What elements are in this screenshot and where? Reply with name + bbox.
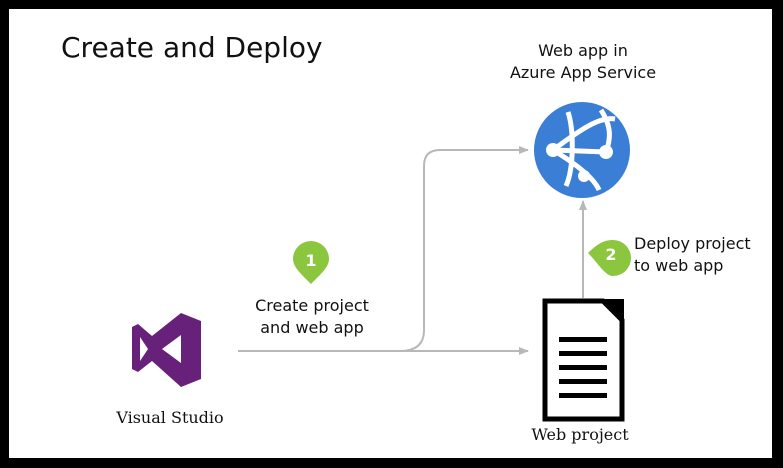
visual-studio-logo-icon	[132, 313, 201, 387]
web-app-label-line-1: Web app in	[538, 41, 628, 60]
step-2-label-line-1: Deploy project	[634, 234, 751, 253]
step-1-label-line-1: Create project	[255, 296, 369, 315]
web-project-label: Web project	[531, 425, 629, 444]
arrow-vs-to-web-app	[399, 146, 529, 352]
step-1-marker: 1	[293, 241, 329, 284]
azure-web-app-globe-icon	[534, 102, 630, 198]
document-icon	[542, 298, 625, 422]
visual-studio-label: Visual Studio	[116, 408, 224, 427]
step-2-number: 2	[605, 245, 616, 264]
step-1-label-line-2: and web app	[260, 318, 364, 337]
step-1-number: 1	[305, 251, 316, 270]
step-2-label-line-2: to web app	[634, 256, 724, 275]
step-2-marker: 2	[588, 240, 631, 276]
step-2-label: Deploy project to web app	[634, 233, 751, 277]
web-app-label: Web app in Azure App Service	[480, 40, 686, 84]
step-1-label: Create project and web app	[236, 295, 388, 339]
web-app-label-line-2: Azure App Service	[509, 63, 657, 82]
diagram-title: Create and Deploy	[61, 31, 323, 64]
